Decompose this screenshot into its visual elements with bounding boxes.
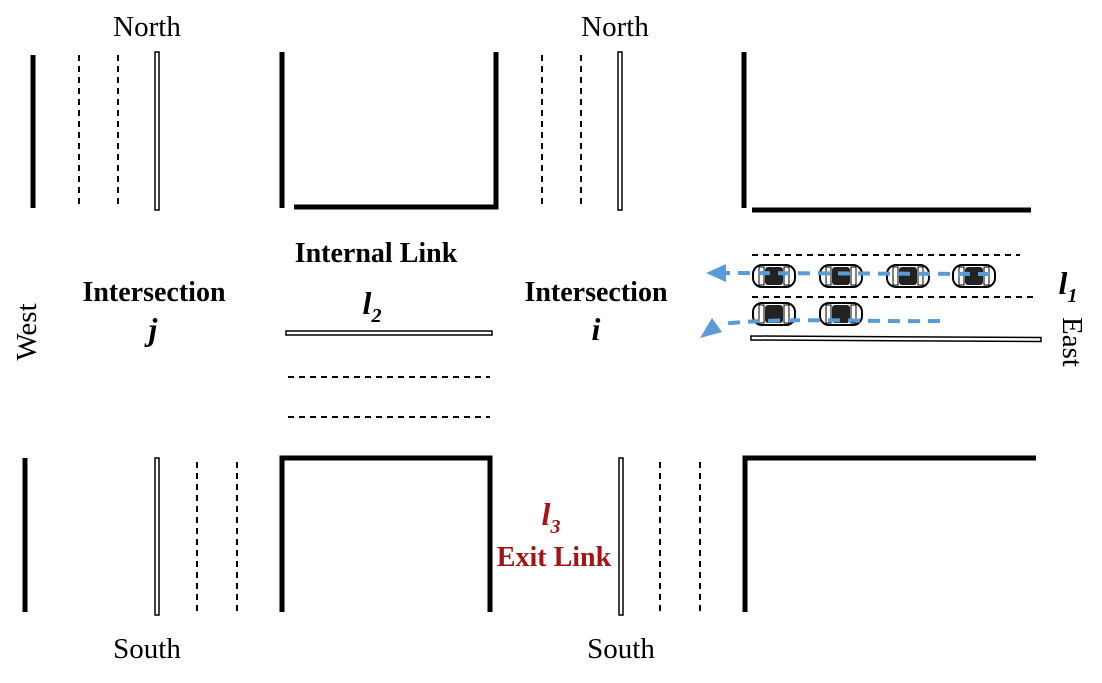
intersection-j-id: j xyxy=(144,311,158,347)
traffic-flow-arrows xyxy=(719,271,991,326)
symbol-letter: l xyxy=(1059,265,1068,301)
arrow-head-icon xyxy=(706,264,726,282)
median-double-line xyxy=(154,457,160,616)
link-1-symbol: l1 xyxy=(1059,265,1078,307)
block-corner xyxy=(279,455,493,612)
exit-link-symbol: l3 xyxy=(542,496,561,538)
symbol-subscript: 1 xyxy=(1067,285,1077,307)
east-median xyxy=(750,335,1042,343)
median-double-line xyxy=(617,51,623,211)
car-icon xyxy=(886,264,930,288)
label-south-j: South xyxy=(113,633,181,665)
through-arrow-path xyxy=(721,271,991,276)
block-corner xyxy=(294,52,499,210)
intersection-i-title: Intersection xyxy=(524,277,668,308)
label-north-j: North xyxy=(113,11,181,43)
exit-link-label: Exit Link xyxy=(497,542,612,573)
left-turn-arrow-path xyxy=(719,318,941,326)
internal-link-median xyxy=(285,330,493,336)
symbol-letter: l xyxy=(363,285,372,321)
symbol-subscript: 3 xyxy=(549,516,560,538)
median-double-line xyxy=(618,457,624,616)
block-corner xyxy=(742,455,1036,612)
intersection-j-title: Intersection xyxy=(82,277,226,308)
label-north-i: North xyxy=(581,11,649,43)
car-icon xyxy=(752,264,796,288)
intersection-i-roads xyxy=(541,51,1042,616)
symbol-subscript: 2 xyxy=(370,305,381,327)
label-east: East xyxy=(1056,317,1088,367)
label-west: West xyxy=(11,303,43,360)
car-icon xyxy=(819,264,863,288)
intersection-i-id: i xyxy=(592,311,601,347)
label-south-i: South xyxy=(587,633,655,665)
median-double-line xyxy=(154,51,160,211)
symbol-letter: l xyxy=(542,496,551,532)
internal-link-symbol: l2 xyxy=(363,285,382,327)
arrow-head-icon xyxy=(700,318,722,338)
car-icon xyxy=(952,264,996,288)
intersection-j-roads xyxy=(22,51,499,616)
internal-link-label: Internal Link xyxy=(295,238,458,269)
